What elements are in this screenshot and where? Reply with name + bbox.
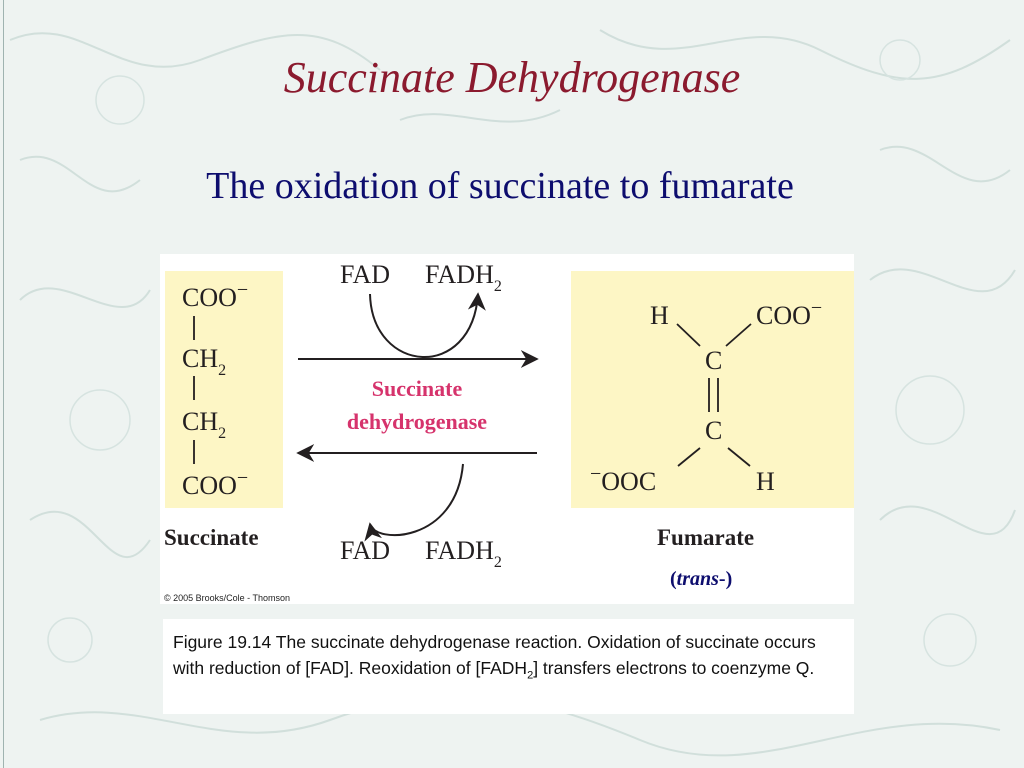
succinate-molecule: COO− CH2 CH2 COO− <box>182 279 248 500</box>
fumarate-bond-ooc-bottom <box>677 447 701 467</box>
reverse-cofactor-arrow <box>364 463 464 542</box>
forward-cofactor-arrow <box>369 292 486 358</box>
reverse-fad-label: FAD <box>340 536 390 565</box>
succinate-carboxyl-top: COO− <box>182 279 248 312</box>
fumarate-h-bottom: H <box>756 467 775 496</box>
fumarate-bond-h-top <box>676 323 701 347</box>
fumarate-label: Fumarate <box>657 525 754 550</box>
fumarate-bond-coo-top <box>725 323 752 347</box>
slide-subtitle: The oxidation of succinate to fumarate <box>206 165 794 207</box>
succinate-structure-box <box>165 271 283 508</box>
succinate-methylene-2: CH2 <box>182 407 226 442</box>
fumarate-molecule: H COO− C C −OOC H <box>590 297 822 496</box>
reaction-diagram: COO− CH2 CH2 COO− Succinate FAD FADH2 Su… <box>164 260 822 571</box>
fumarate-carboxyl-bottom: −OOC <box>590 463 656 496</box>
forward-fad-label: FAD <box>340 260 390 289</box>
fumarate-structure-box <box>571 271 854 508</box>
figure-caption-box: Figure 19.14 The succinate dehydrogenase… <box>163 619 854 714</box>
reaction-figure: COO− CH2 CH2 COO− Succinate FAD FADH2 Su… <box>160 254 854 604</box>
succinate-label: Succinate <box>164 525 259 550</box>
succinate-methylene-1: CH2 <box>182 344 226 379</box>
copyright-notice: © 2005 Brooks/Cole - Thomson <box>164 593 291 603</box>
slide-left-rule <box>3 0 4 768</box>
slide-title: Succinate Dehydrogenase <box>283 53 741 102</box>
enzyme-label-line1: Succinate <box>372 376 463 401</box>
fumarate-h-top: H <box>650 301 669 330</box>
fumarate-bond-h-bottom <box>727 447 751 467</box>
fumarate-carbon-top: C <box>705 346 722 375</box>
forward-fadh2-label: FADH2 <box>425 260 502 295</box>
enzyme-label-line2: dehydrogenase <box>347 409 487 434</box>
trans-isomer-label: (trans-) <box>670 568 733 590</box>
figure-caption: Figure 19.14 The succinate dehydrogenase… <box>173 632 816 682</box>
succinate-carboxyl-bottom: COO− <box>182 467 248 500</box>
fumarate-carbon-bottom: C <box>705 416 722 445</box>
reverse-fadh2-label: FADH2 <box>425 536 502 571</box>
fumarate-carboxyl-top: COO− <box>756 297 822 330</box>
